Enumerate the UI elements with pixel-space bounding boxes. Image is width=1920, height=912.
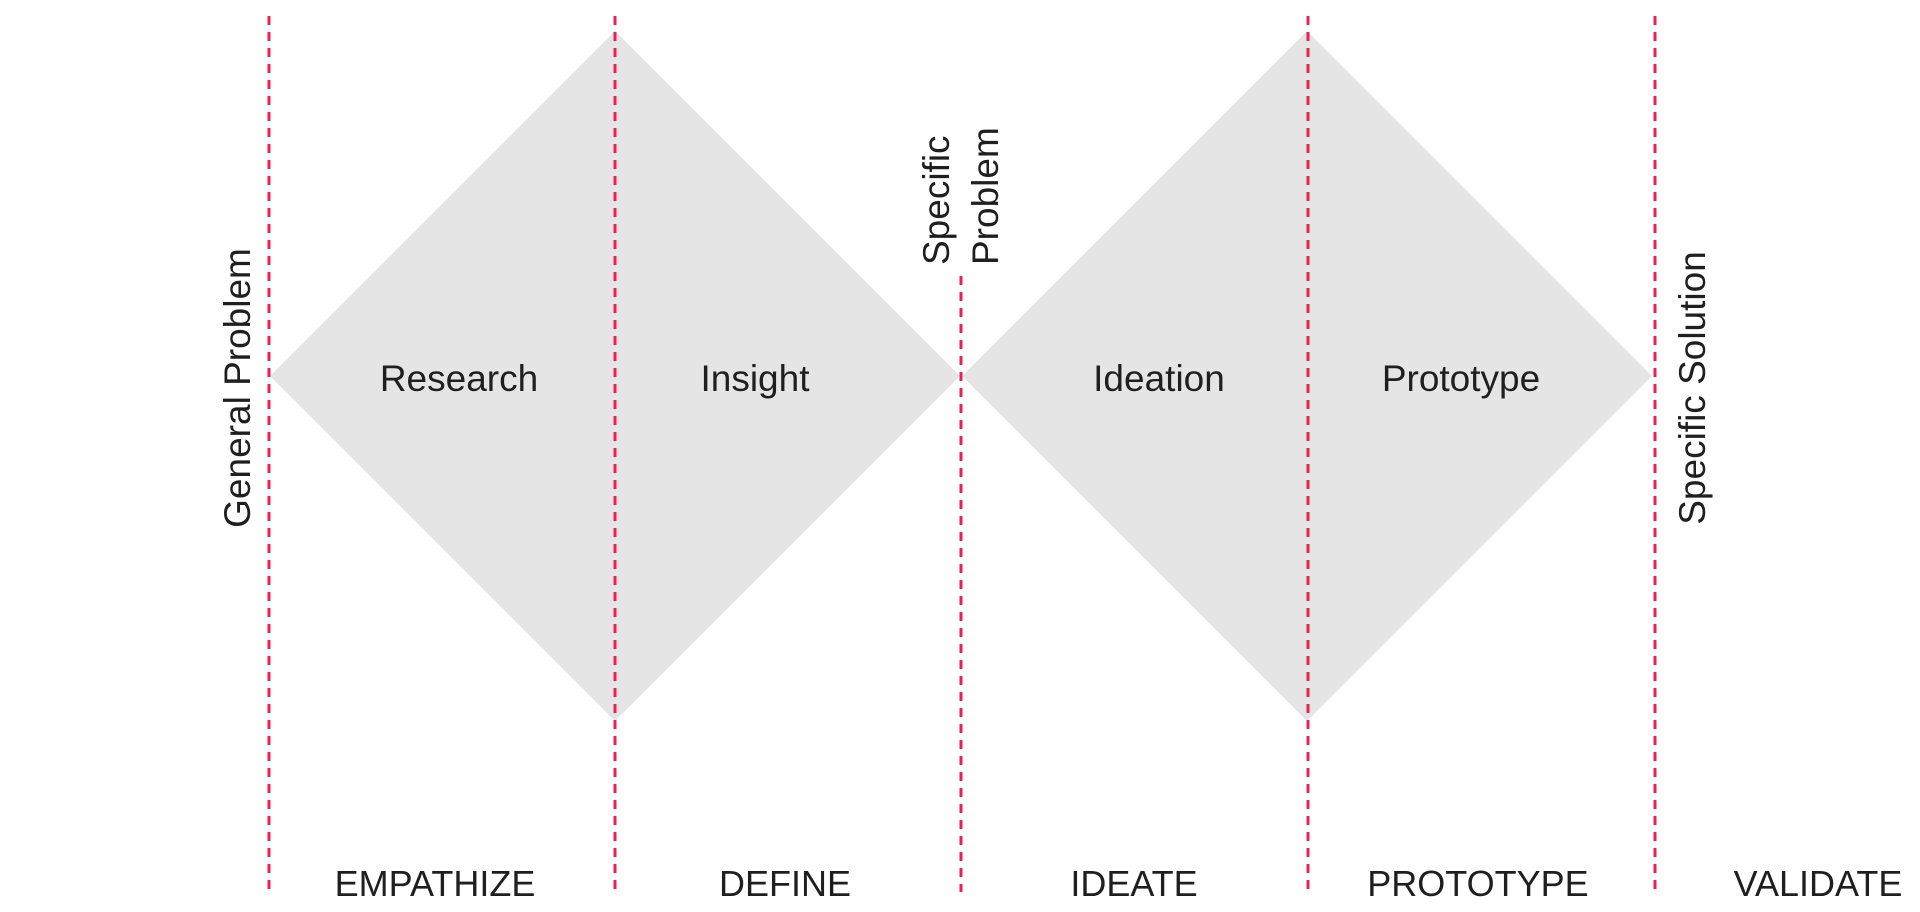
label-research: Research (380, 358, 538, 399)
marker-specific-solution: Specific Solution (1672, 251, 1713, 525)
marker-specific-problem-line2: Problem (965, 127, 1006, 265)
label-insight: Insight (700, 358, 810, 399)
phase-ideate: IDEATE (1070, 863, 1197, 904)
phase-validate: VALIDATE (1734, 863, 1903, 904)
phase-define: DEFINE (719, 863, 851, 904)
label-ideation: Ideation (1093, 358, 1225, 399)
phase-empathize: EMPATHIZE (335, 863, 536, 904)
marker-general-problem: General Problem (217, 248, 258, 528)
phase-prototype: PROTOTYPE (1367, 863, 1588, 904)
marker-specific-problem-line1: Specific (916, 135, 957, 265)
label-prototype: Prototype (1382, 358, 1540, 399)
